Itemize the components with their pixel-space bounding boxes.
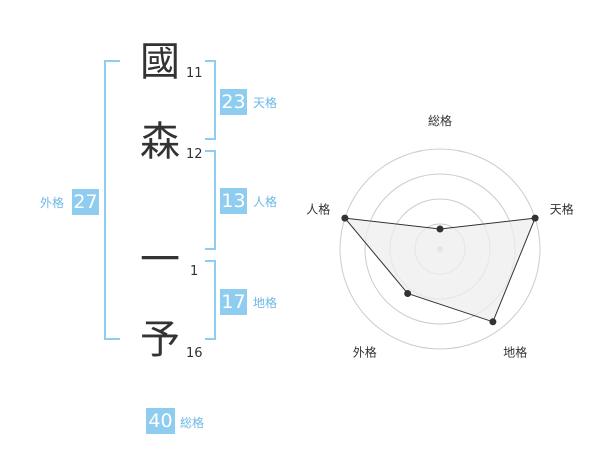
soukaku-value: 40: [146, 408, 175, 434]
radar-point-2: [531, 214, 539, 222]
chikaku-bracket: [205, 260, 216, 340]
radar-point-4: [404, 289, 412, 297]
gaikaku-value: 27: [72, 189, 99, 215]
jinkaku-bracket: [205, 150, 216, 250]
radar-data-polygon: [343, 217, 536, 323]
tenkaku-value: 23: [220, 89, 247, 115]
jinkaku-value: 13: [220, 188, 247, 214]
stroke-count-3: 1: [190, 264, 199, 279]
stroke-count-1: 11: [186, 66, 203, 81]
name-char-1: 國: [140, 39, 180, 85]
radar-axis-label-3: 地格: [503, 345, 527, 360]
gaikaku-bracket: [104, 60, 120, 340]
stroke-count-4: 16: [186, 346, 203, 361]
radar-point-3: [489, 318, 497, 326]
radar-point-5: [341, 214, 349, 222]
radar-axis-label-1: 総格: [428, 113, 452, 128]
soukaku-label: 総格: [180, 416, 205, 430]
stroke-count-2: 12: [186, 147, 203, 162]
chikaku-value: 17: [220, 289, 247, 315]
name-char-4: 予: [140, 317, 180, 363]
jinkaku-label: 人格: [253, 195, 278, 209]
radar-axis-label-4: 外格: [353, 345, 377, 360]
tenkaku-bracket: [205, 60, 216, 140]
radar-axis-label-5: 人格: [306, 201, 330, 216]
name-char-3: 一: [140, 237, 180, 283]
gaikaku-label: 外格: [40, 196, 65, 210]
name-char-2: 森: [140, 119, 180, 165]
radar-point-1: [436, 225, 444, 233]
radar-axis-label-2: 天格: [550, 201, 574, 216]
radar-grid-ring: [339, 148, 541, 350]
tenkaku-label: 天格: [253, 96, 278, 110]
chikaku-label: 地格: [253, 296, 278, 310]
